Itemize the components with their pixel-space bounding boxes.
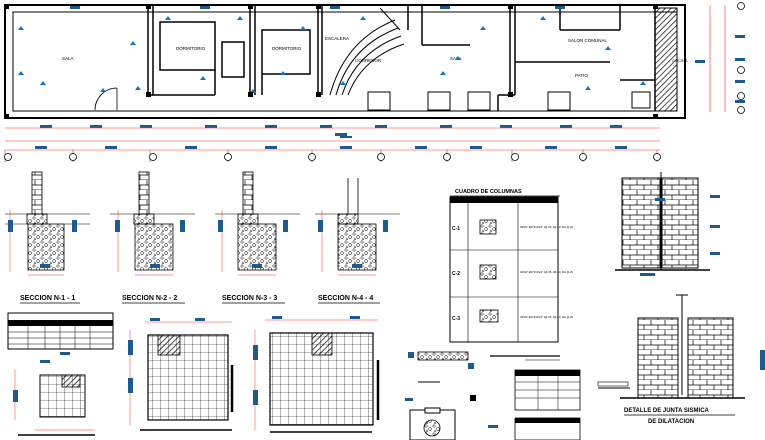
floor-plan: SALA DORMITORIO DORMITORIO ESCALERA CORR… <box>4 2 745 162</box>
plan-dimension-lines <box>5 5 726 151</box>
footing-table <box>7 312 114 350</box>
columns-table: CUADRO DE COLUMNAS C-1 4Ø1/2" ESTR Ø1/4"… <box>449 189 573 343</box>
column-code-c2: C-2 <box>452 271 460 277</box>
section-3 <box>215 171 300 276</box>
section-2 <box>110 171 195 276</box>
hatched-wall <box>654 7 678 112</box>
plan-markers <box>18 16 646 93</box>
section-title-2: SECCION N-2 - 2 <box>122 295 177 302</box>
room-label-sala: SALA <box>62 56 74 61</box>
brick-wall-detail <box>615 172 720 276</box>
plan-bottom-boxes <box>367 91 651 111</box>
section-title-4: SECCION N-4 - 4 <box>318 295 373 302</box>
seismic-detail-title-1: DETALLE DE JUNTA SISMICA <box>624 408 710 414</box>
plan-outer-wall <box>4 4 686 119</box>
misc-tags <box>405 395 476 401</box>
plan-columns <box>4 4 658 119</box>
small-details <box>408 351 498 440</box>
column-code-c3: C-3 <box>452 316 460 322</box>
seismic-detail-title-2: DE DILATACION <box>648 419 694 425</box>
room-label-salon: SALON COMUNAL <box>568 38 608 43</box>
column-spec-c3: 4Ø1/2" ESTR Ø1/4" 1@.05, 4@.10, Rto @.20 <box>520 315 573 319</box>
room-label-cocina: COCINA <box>672 58 688 63</box>
section-title-1: SECCION N-1 - 1 <box>20 295 75 302</box>
section-title-3: SECCION N-3 - 3 <box>222 295 277 302</box>
schedule-tables <box>490 355 581 440</box>
room-label-dormitorio-1: DORMITORIO <box>176 46 206 51</box>
room-label-corredor: CORREDOR <box>355 58 382 63</box>
column-code-c1: C-1 <box>452 226 460 232</box>
seismic-joint-detail: DETALLE DE JUNTA SISMICA DE DILATACION <box>597 294 765 425</box>
grid-lines <box>4 150 658 162</box>
door-swing <box>94 87 118 111</box>
section-4 <box>315 178 400 276</box>
room-label-patio: PATIO <box>575 73 588 78</box>
section-1 <box>5 171 90 276</box>
plan-interior-walls <box>147 5 656 111</box>
column-spec-c1: 4Ø1/2" ESTR Ø1/4" 1@.05, 4@.10, Rto @.20 <box>520 225 573 229</box>
footing-sections: SECCION N-1 - 1 SECCION N-2 - 2 SECCION … <box>5 171 400 304</box>
footing-plans <box>13 316 380 436</box>
plan-tags <box>35 6 745 149</box>
room-label-escalera: ESCALERA <box>325 36 349 41</box>
room-label-dormitorio-2: DORMITORIO <box>272 46 302 51</box>
column-spec-c2: 4Ø1/2" ESTR Ø1/4" 1@.05, 4@.10, Rto @.20 <box>520 270 573 274</box>
room-label-sala-2: SALA <box>450 56 462 61</box>
stair <box>329 7 405 96</box>
axis-bubbles-right <box>737 2 745 114</box>
columns-table-title: CUADRO DE COLUMNAS <box>455 189 522 195</box>
axis-bubbles-bottom <box>4 153 661 161</box>
